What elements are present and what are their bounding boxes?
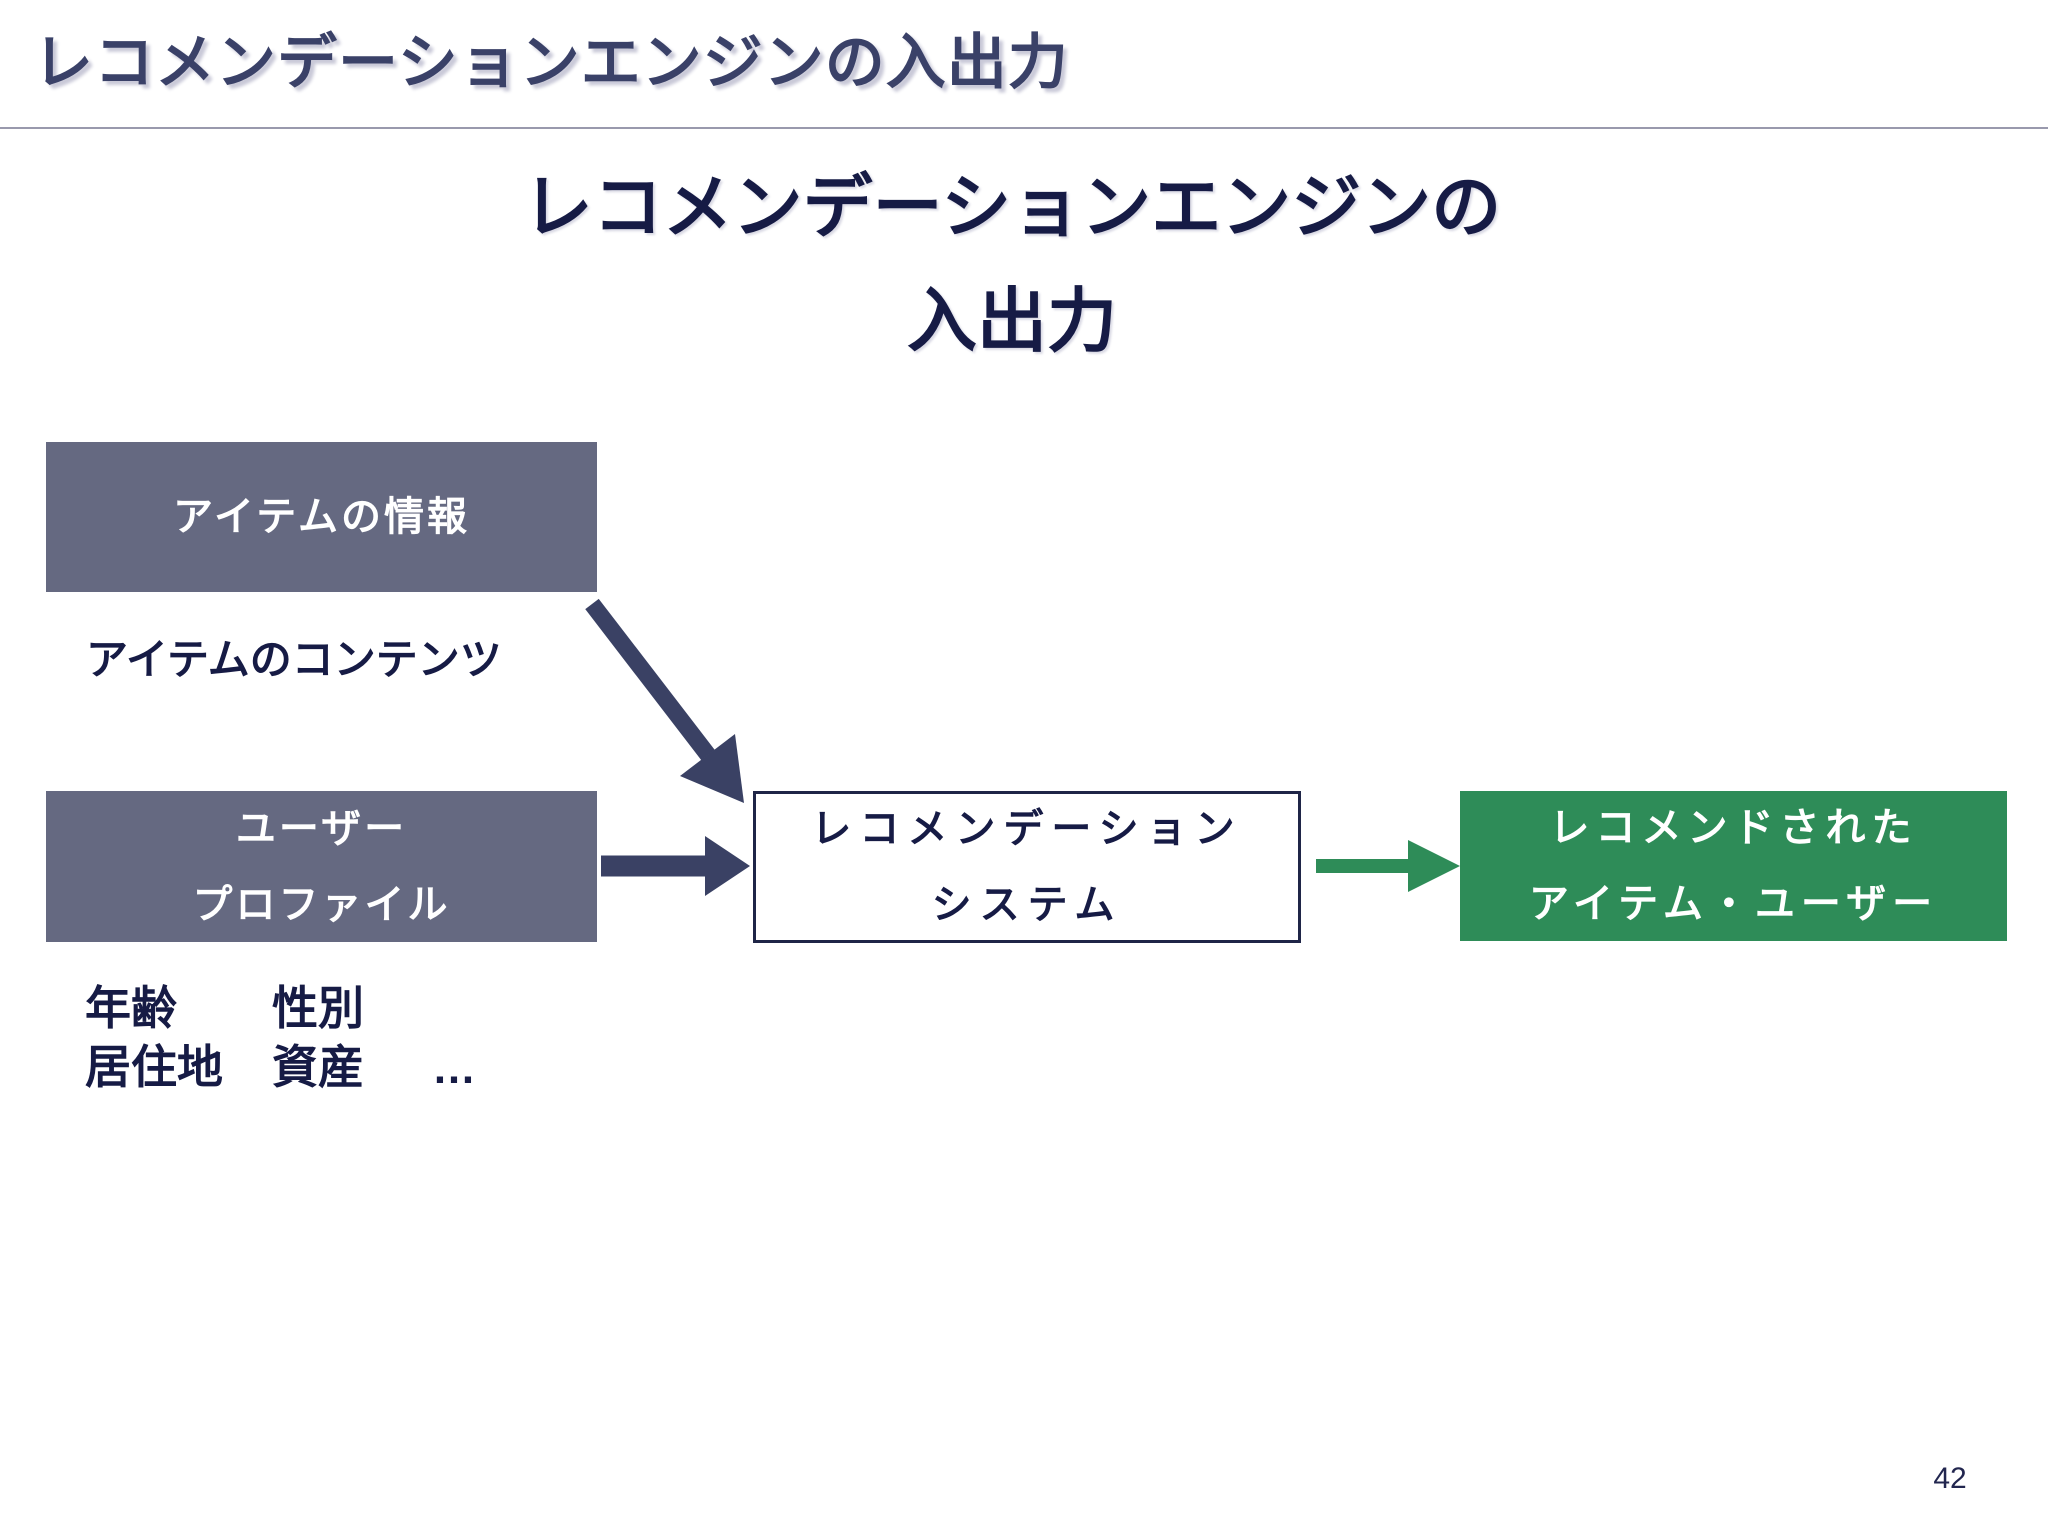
- recommendation-system-line2: システム: [931, 883, 1123, 927]
- user-profile-label-line2: プロファイル: [192, 882, 451, 927]
- user-attributes-row1: 年齢 性別: [85, 972, 364, 1038]
- item-content-caption: アイテムのコンテンツ: [86, 636, 502, 683]
- header-divider: [0, 127, 2048, 129]
- user-attributes-row2: 居住地 資産 …: [85, 1031, 480, 1097]
- recommended-output-line2: アイテム・ユーザー: [1528, 882, 1939, 926]
- attr-age: 年齢: [85, 982, 177, 1034]
- recommendation-system-line1: レコメンデーション: [811, 807, 1243, 851]
- page-number: 42: [1933, 1462, 1967, 1495]
- attr-assets: 資産: [272, 1041, 364, 1093]
- recommended-output-line1: レコメンドされた: [1549, 806, 1918, 850]
- main-title-line1: レコメンデーションエンジンの: [522, 168, 1502, 246]
- arrow-system-to-output-icon: [1316, 840, 1460, 892]
- recommendation-system-box: レコメンデーション システム: [753, 791, 1301, 943]
- user-profile-box: ユーザー プロファイル: [46, 791, 597, 942]
- arrow-user-profile-to-system-icon: [601, 836, 750, 896]
- attr-ellipsis: …: [432, 1044, 480, 1093]
- attr-gender: 性別: [272, 982, 364, 1034]
- attr-residence: 居住地: [85, 1041, 223, 1093]
- arrow-item-info-to-system-icon: [585, 598, 744, 803]
- item-info-box: アイテムの情報: [46, 442, 597, 592]
- slide-header-title: レコメンデーションエンジンの入出力: [33, 29, 1069, 96]
- user-profile-label-line1: ユーザー: [235, 806, 408, 851]
- main-title-line2: 入出力: [907, 282, 1117, 360]
- item-info-label: アイテムの情報: [173, 495, 470, 539]
- recommended-output-box: レコメンドされた アイテム・ユーザー: [1460, 791, 2007, 941]
- main-title: レコメンデーションエンジンの 入出力: [0, 150, 2036, 378]
